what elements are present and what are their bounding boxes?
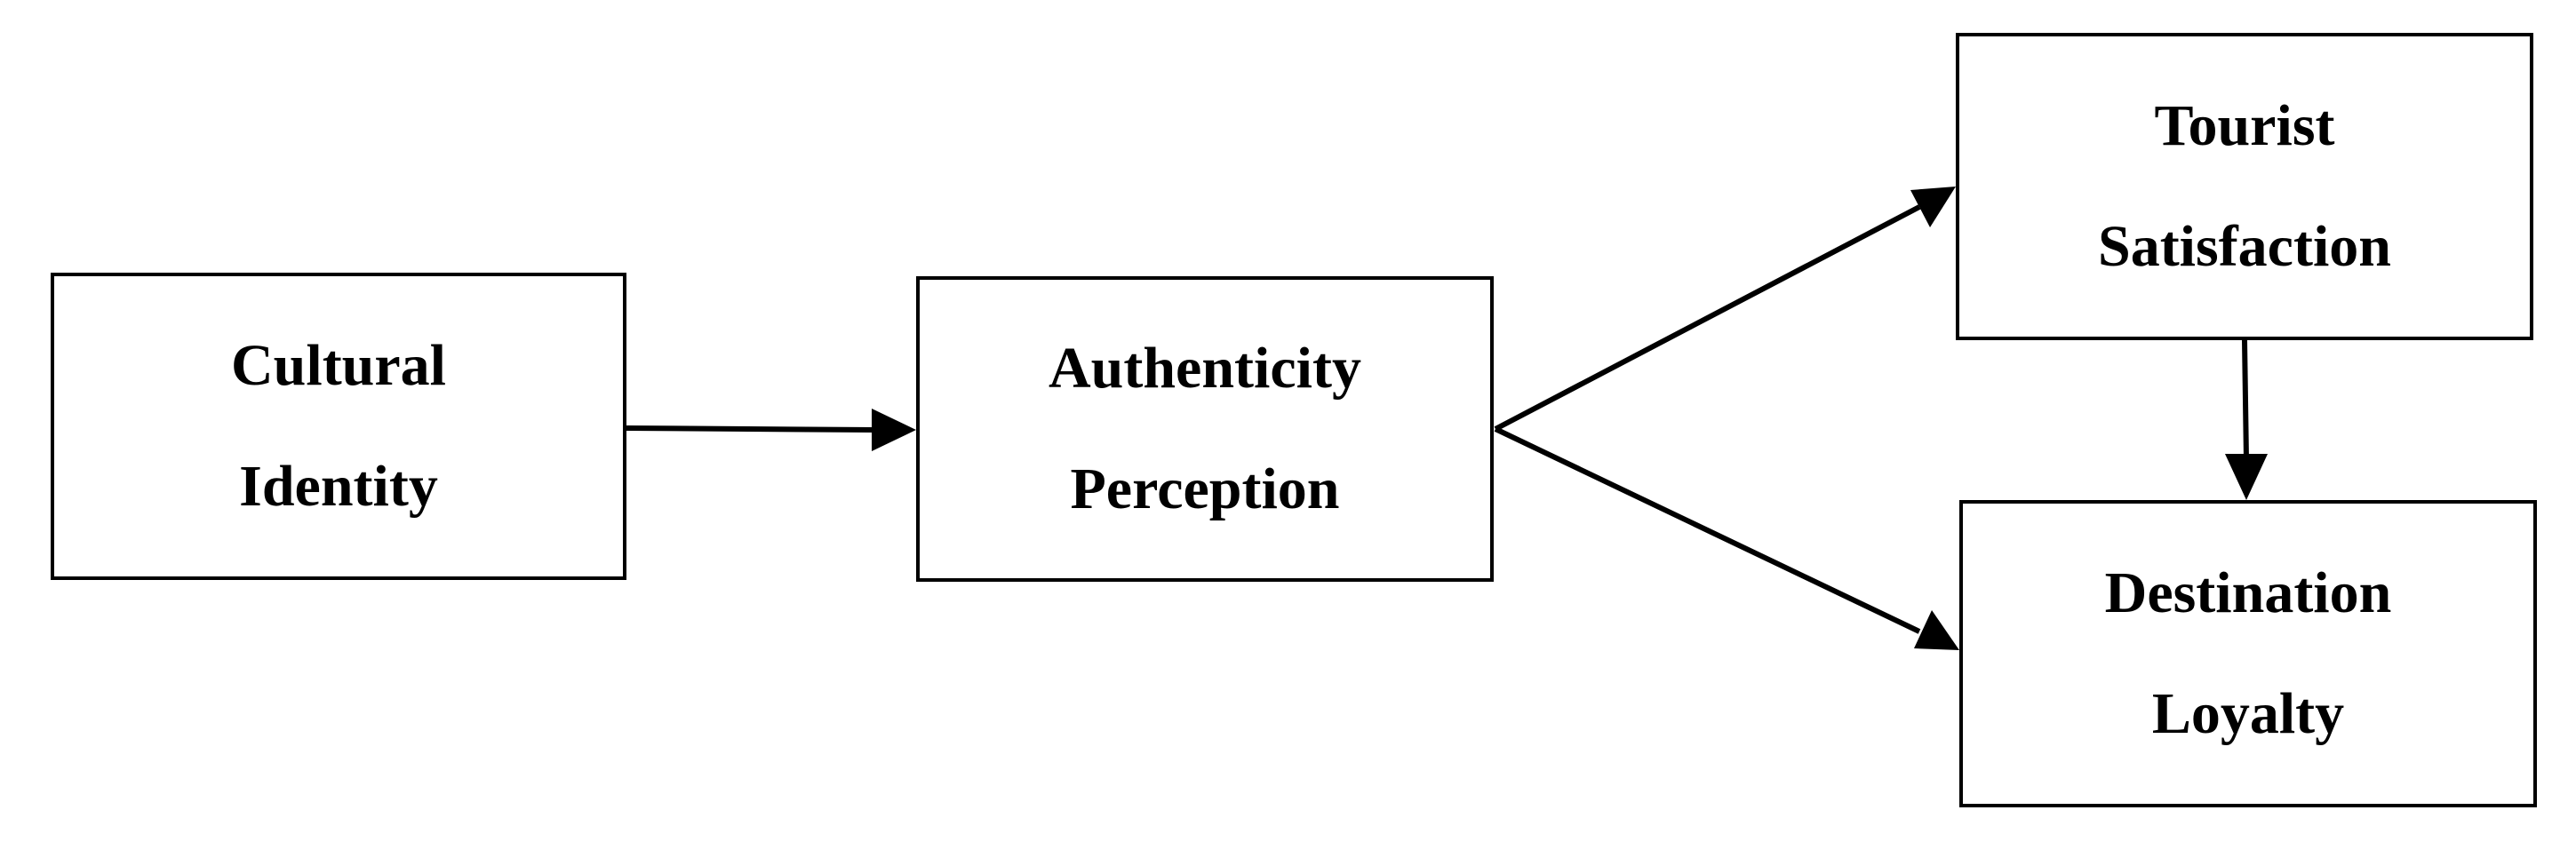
node-label-line1: Cultural [230, 333, 447, 398]
arrowhead-loyalty-top [2225, 454, 2268, 500]
arrow-cultural-to-authenticity [626, 425, 876, 433]
node-label-line2: Satisfaction [2098, 214, 2391, 279]
node-destination-loyalty: Destination Loyalty [1959, 500, 2537, 807]
arrow-authenticity-to-satisfaction [1494, 204, 1921, 432]
node-label-line1: Tourist [2154, 93, 2335, 158]
node-authenticity-perception: Authenticity Perception [916, 276, 1494, 582]
node-label-line2: Perception [1070, 457, 1340, 521]
arrow-satisfaction-to-loyalty [2242, 339, 2249, 461]
node-label-line2: Loyalty [2151, 681, 2345, 746]
arrow-authenticity-to-loyalty [1494, 426, 1921, 634]
arrowhead-loyalty [1914, 610, 1959, 650]
arrowhead-satisfaction [1910, 187, 1956, 227]
node-cultural-identity: Cultural Identity [51, 273, 626, 580]
node-label-line1: Destination [2104, 560, 2392, 625]
node-tourist-satisfaction: Tourist Satisfaction [1956, 33, 2533, 340]
node-label-line1: Authenticity [1049, 336, 1361, 401]
arrowhead-authenticity [872, 409, 916, 451]
node-label-line2: Identity [239, 454, 438, 519]
